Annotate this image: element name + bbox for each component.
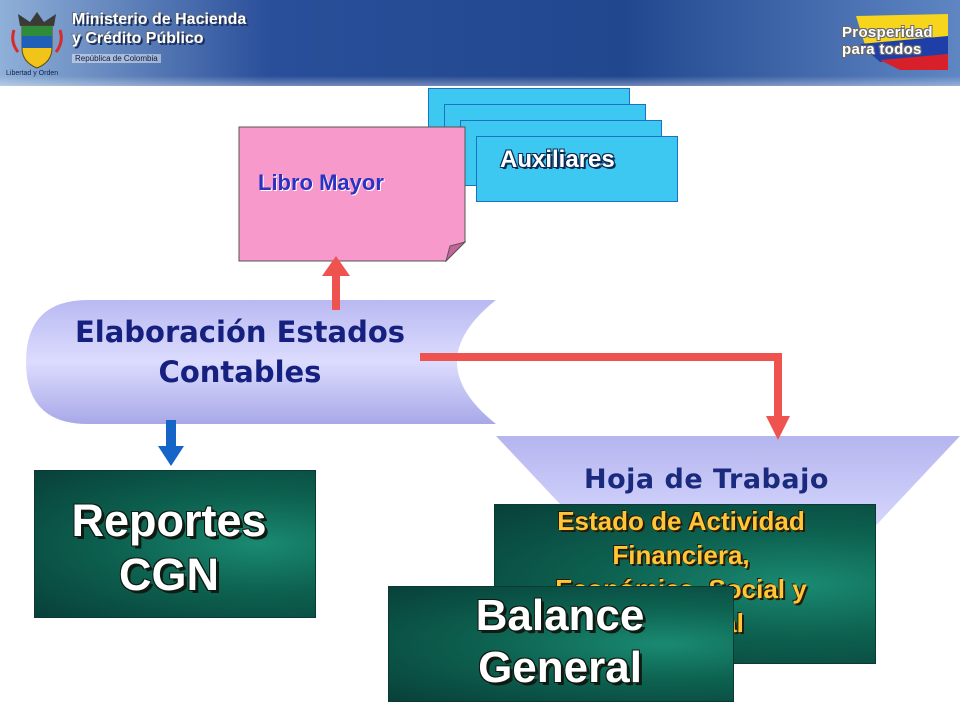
elaboracion-banner [26,300,496,424]
balance-line-1: Balance [475,591,645,640]
estado-line-2: Financiera, [612,540,750,570]
colombia-coat-of-arms-icon [11,12,63,69]
balance-general-box [388,586,734,702]
prosperidad-flag-icon [856,14,948,70]
arrow-to-reportes [166,420,176,450]
elaboracion-line-1: Elaboración Estados [74,315,406,349]
libro-mayor-note [238,126,466,262]
ministry-line-1: Ministerio de Hacienda [72,11,247,28]
emblem-motto: Libertad y Orden [6,70,59,77]
reportes-cgn-box [34,470,316,618]
balance-general-label: Balance General [388,590,732,694]
estado-line-1: Estado de Actividad [557,506,805,536]
hoja-de-trabajo-label: Hoja de Trabajo [584,464,829,495]
reportes-cgn-label: Reportes CGN [34,494,304,602]
header-banner: Libertad y Orden Ministerio de Hacienda … [0,0,960,86]
ministry-title: Ministerio de Hacienda y Crédito Público… [72,10,246,66]
elaboracion-label: Elaboración Estados Contables [50,312,430,392]
libro-mayor-label: Libro Mayor [258,170,384,195]
ministry-line-2: y Crédito Público [72,30,204,47]
auxiliares-label: Auxiliares [500,146,615,173]
prosperidad-slogan: Prosperidad para todos [842,24,933,58]
reportes-line-1: Reportes [71,495,267,546]
slogan-line-2: para todos [842,41,922,58]
reportes-line-2: CGN [119,549,219,600]
estado-actividad-label: Estado de Actividad Financiera, Económic… [496,504,866,660]
auxiliares-card-front [476,136,678,202]
elaboracion-line-2: Contables [158,355,322,389]
ministry-line-3: República de Colombia [72,54,161,63]
slogan-line-1: Prosperidad [842,24,933,41]
balance-line-2: General [478,643,642,692]
